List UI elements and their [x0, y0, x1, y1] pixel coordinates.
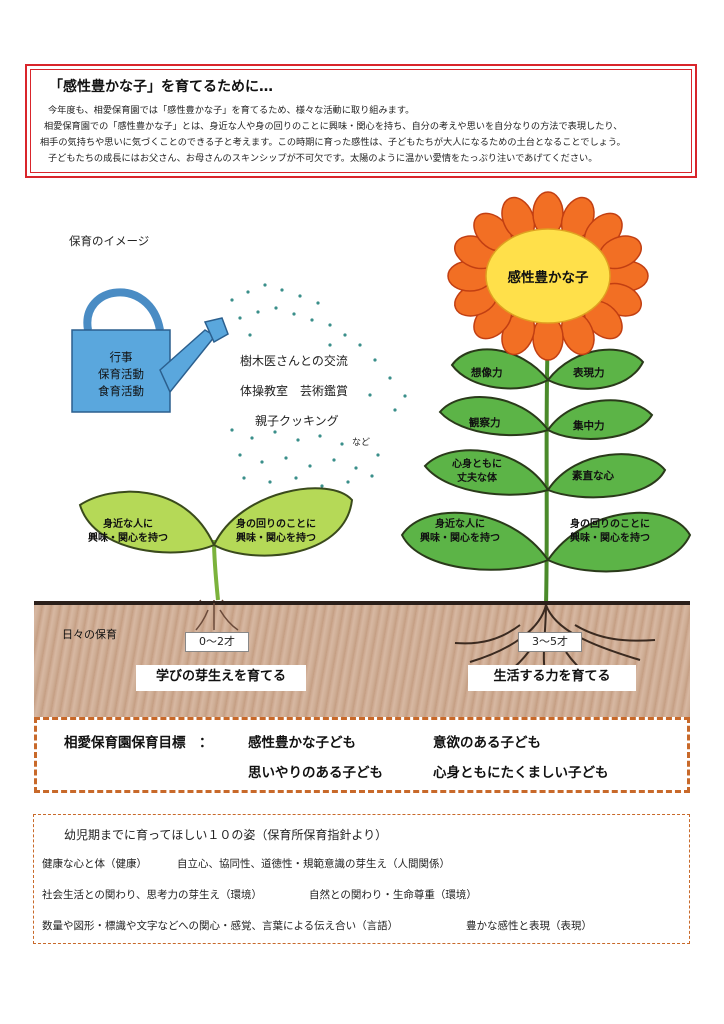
intro-line: 今年度も、相愛保育園では「感性豊かな子」を育てるため、様々な活動に取り組みます。	[48, 105, 415, 116]
intro-box	[25, 64, 697, 178]
sprout-leaf-right: 身の回りのことに 興味・関心を持つ	[236, 519, 316, 544]
ground-label: 日々の保育	[62, 628, 117, 641]
caption-young: 学びの芽生えを育てる	[136, 665, 306, 691]
goal-item: 心身ともにたくましい子ども	[433, 765, 609, 781]
goals-label: 相愛保育園保育目標 ：	[64, 735, 213, 751]
caption-old: 生活する力を育てる	[468, 665, 636, 691]
ten-figures-box	[33, 814, 690, 944]
ten-item: 自立心、協同性、道徳性・規範意識の芽生え（人間関係）	[177, 858, 450, 870]
activity-item: など	[352, 438, 371, 448]
activity-item: 樹木医さんとの交流	[240, 354, 348, 368]
activity-item: 体操教室 芸術鑑賞	[240, 384, 349, 398]
goal-item: 感性豊かな子ども	[248, 735, 356, 751]
goal-item: 意欲のある子ども	[433, 735, 541, 751]
plant-leaves	[400, 348, 692, 573]
intro-title: 「感性豊かな子」を育てるために…	[49, 79, 273, 95]
sprout	[78, 487, 354, 632]
leaf-left-bottom: 身近な人に 興味・関心を持つ	[420, 519, 500, 544]
roots-overlay	[195, 603, 656, 691]
ten-title: 幼児期までに育ってほしい１０の姿（保育所保育指針より）	[64, 828, 388, 842]
goals-box	[34, 717, 690, 793]
image-label: 保育のイメージ	[69, 234, 150, 248]
flower-center-text: 感性豊かな子	[507, 270, 589, 286]
leaf-honesty: 素直な心	[572, 470, 614, 482]
watering-can-icon	[71, 288, 229, 413]
activity-item: 親子クッキング	[255, 414, 339, 428]
leaf-observation: 観察力	[469, 417, 501, 429]
leaf-imagination: 想像力	[471, 367, 503, 379]
watering-can-text: 行事 保育活動 食育活動	[98, 350, 144, 398]
flower-icon	[447, 191, 649, 361]
intro-line: 相愛保育園での「感性豊かな子」とは、身近な人や身の回りのことに興味・関心を持ち、…	[44, 121, 623, 132]
ten-item: 健康な心と体（健康）	[42, 858, 147, 870]
age-young: 0〜2才	[185, 632, 249, 652]
goal-item: 思いやりのある子ども	[248, 765, 383, 781]
ground-line	[34, 601, 690, 605]
leaf-health: 心身ともに 丈夫な体	[452, 459, 502, 484]
intro-line: 子どもたちの成長にはお父さん、お母さんのスキンシップが不可欠です。太陽のように温…	[48, 153, 598, 164]
intro-line: 相手の気持ちや思いに気づくことのできる子と考えます。この時期に育った感性は、子ど…	[40, 137, 626, 148]
leaf-right-bottom: 身の回りのことに 興味・関心を持つ	[570, 519, 650, 544]
leaf-expression: 表現力	[573, 367, 605, 379]
sprout-leaf-left: 身近な人に 興味・関心を持つ	[88, 519, 168, 544]
water-drops	[230, 283, 407, 488]
illustration	[71, 191, 692, 691]
ground	[34, 603, 690, 719]
leaf-concentration: 集中力	[573, 420, 605, 432]
age-old: 3〜5才	[518, 632, 582, 652]
ten-item: 数量や図形・標識や文字などへの関心・感覚、言葉による伝え合い（言語）	[42, 920, 399, 932]
ten-item: 豊かな感性と表現（表現）	[466, 920, 592, 932]
ten-item: 社会生活との関わり、思考力の芽生え（環境）	[42, 889, 262, 901]
ten-item: 自然との関わり・生命尊重（環境）	[309, 889, 477, 901]
